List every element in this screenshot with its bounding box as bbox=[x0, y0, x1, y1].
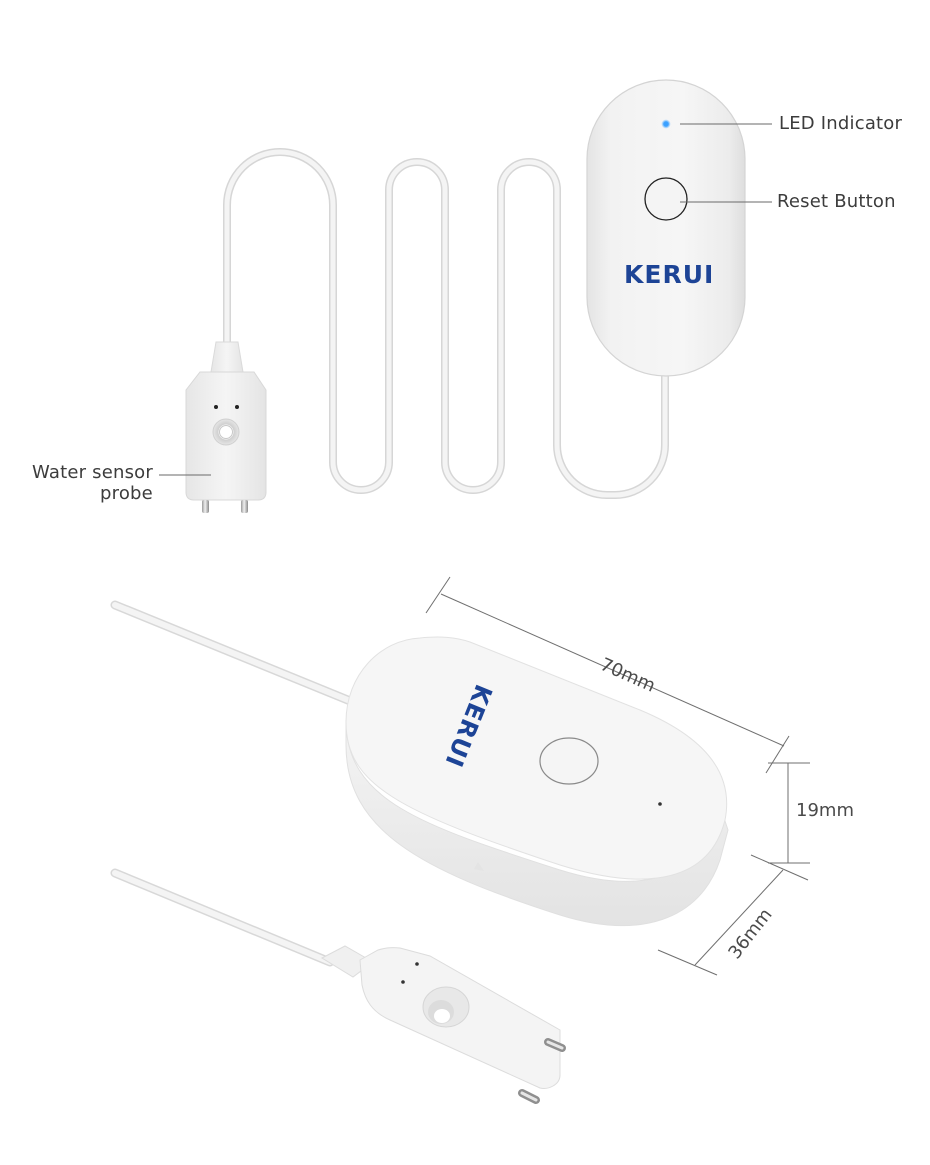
cable-top bbox=[223, 148, 669, 499]
leader-lines-top bbox=[159, 123, 772, 476]
probe-perspective bbox=[320, 945, 566, 1104]
dimension-lines bbox=[425, 576, 810, 976]
cable-perspective bbox=[110, 600, 365, 967]
probe-top bbox=[185, 341, 267, 513]
led-indicator-label: LED Indicator bbox=[779, 113, 903, 134]
water-sensor-probe-label-line1: Water sensor bbox=[32, 462, 153, 483]
hub-top bbox=[586, 79, 746, 377]
water-sensor-probe-label-line2: probe bbox=[100, 483, 153, 504]
dimension-height-label: 19mm bbox=[796, 800, 854, 821]
hub-perspective bbox=[345, 636, 729, 926]
brand-logo-top: KERUI bbox=[624, 260, 715, 289]
reset-button-label: Reset Button bbox=[777, 191, 896, 212]
